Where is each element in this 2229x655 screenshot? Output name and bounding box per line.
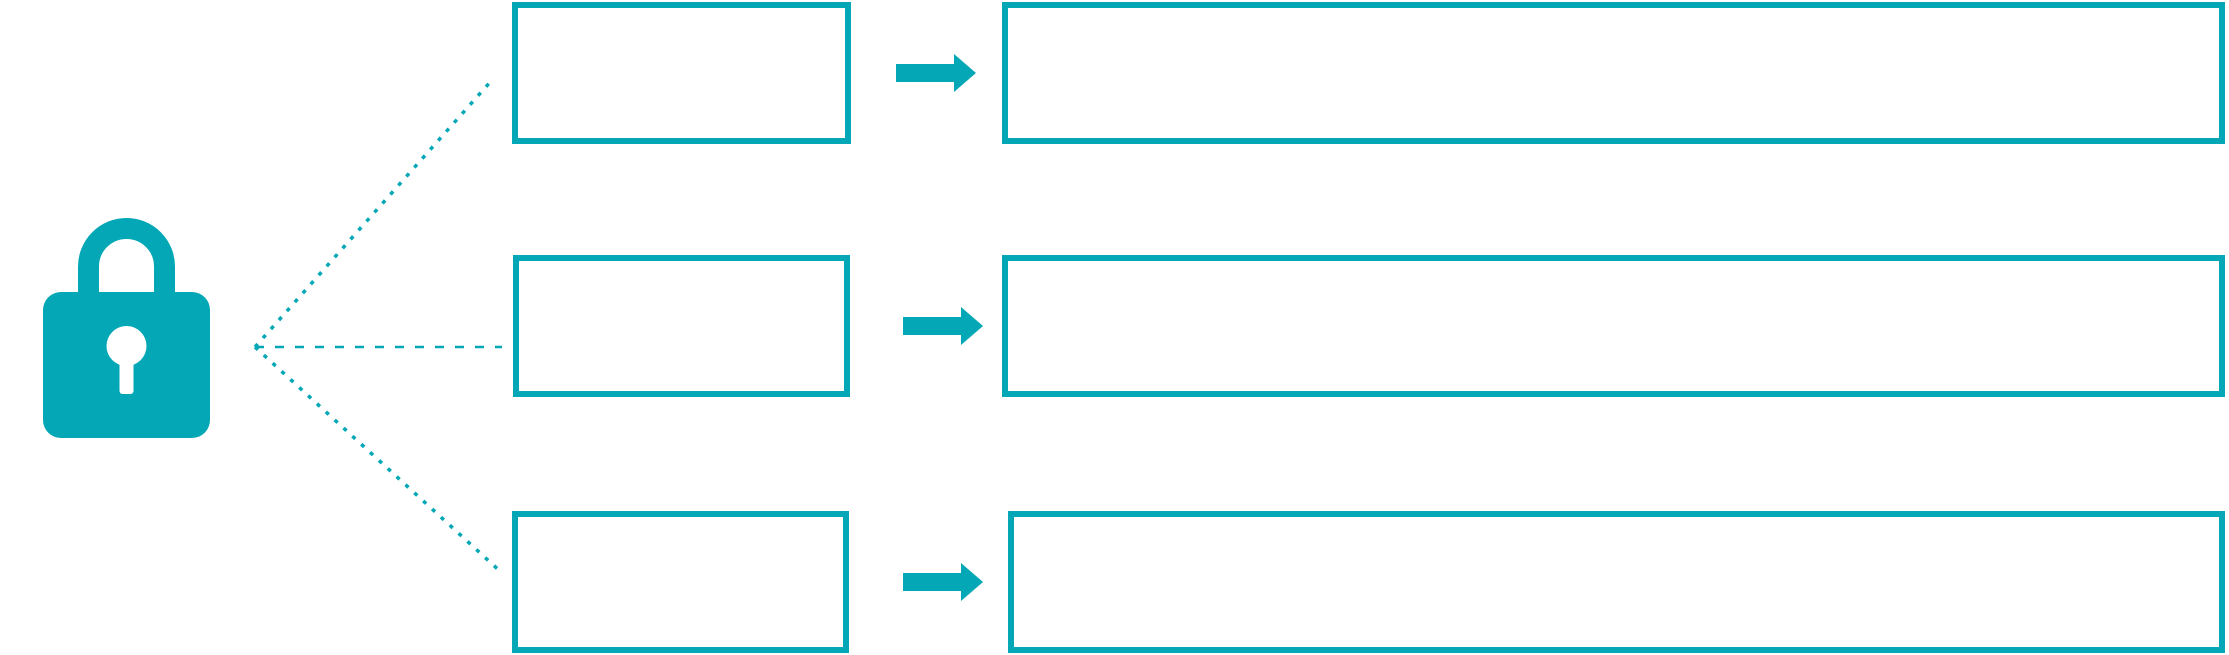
source-box-1 [512, 2, 851, 144]
source-box-3 [512, 511, 849, 653]
arrow-right-icon [896, 54, 976, 92]
connector-line-top [253, 78, 494, 349]
target-box-2 [1002, 255, 2225, 397]
keyhole-icon [106, 326, 147, 366]
arrow-right-icon [903, 563, 983, 601]
target-box-1 [1002, 2, 2225, 144]
connector-line-bottom [253, 345, 504, 575]
source-box-2 [513, 255, 850, 397]
dotted-connectors [253, 78, 504, 575]
arrows [896, 54, 983, 601]
target-box-3 [1008, 511, 2225, 653]
arrow-right-icon [903, 307, 983, 345]
lock-icon [43, 218, 210, 438]
